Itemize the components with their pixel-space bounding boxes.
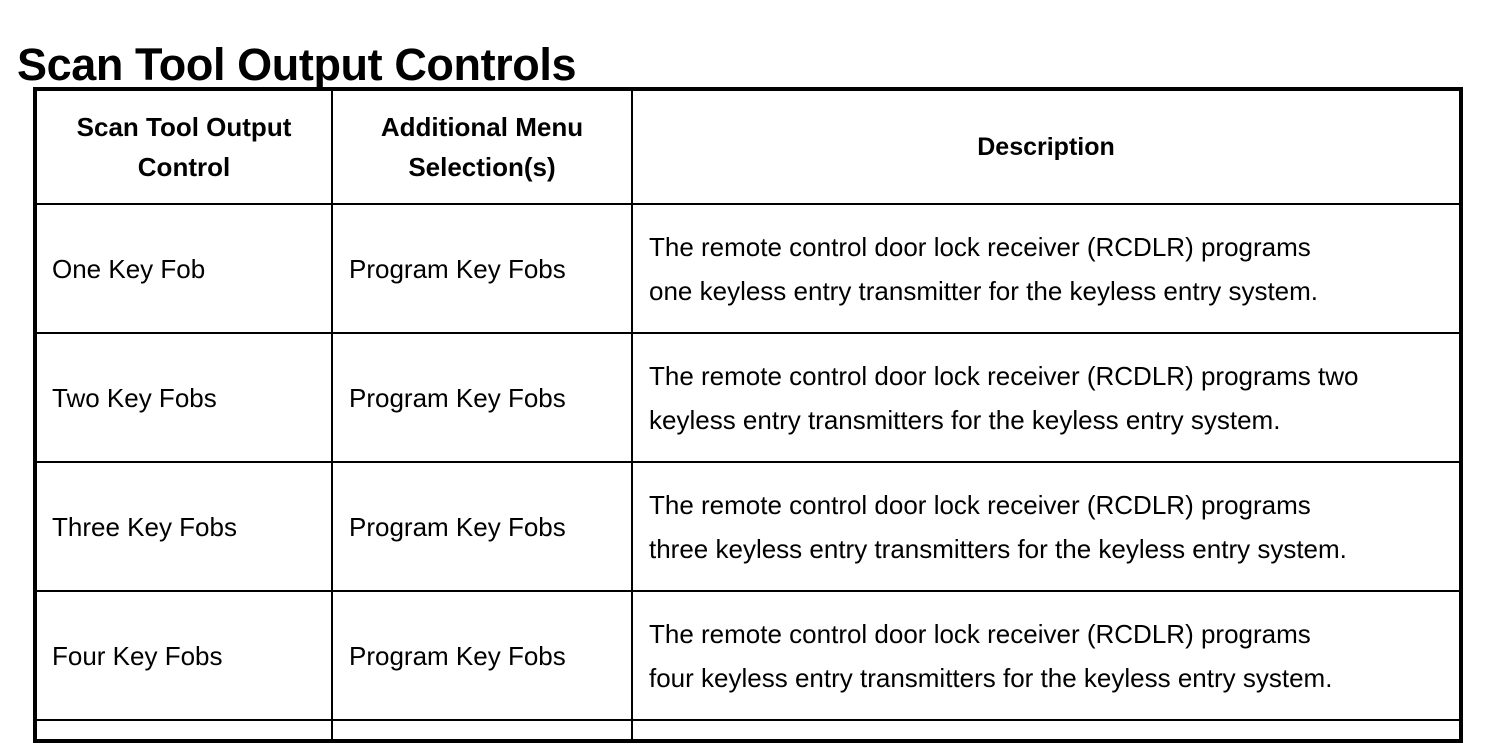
- cell-scan-tool-output-control: Two Key Fobs: [34, 332, 333, 463]
- table-body: One Key Fob Program Key Fobs The remote …: [34, 203, 1462, 742]
- table-row: Four Key Fobs Program Key Fobs The remot…: [34, 590, 1462, 721]
- table-row: Two Key Fobs Program Key Fobs The remote…: [34, 332, 1462, 463]
- page-title: Scan Tool Output Controls: [17, 39, 577, 91]
- table-header: Scan Tool Output Control Additional Menu…: [34, 88, 1462, 205]
- table-row: Three Key Fobs Program Key Fobs The remo…: [34, 461, 1462, 592]
- description-line-1: The remote control door lock receiver (R…: [649, 231, 1311, 262]
- scan-tool-output-controls-table: Scan Tool Output Control Additional Menu…: [33, 87, 1463, 743]
- description-line-2: keyless entry transmitters for the keyle…: [649, 404, 1281, 435]
- column-header-line-1: Scan Tool Output: [76, 112, 292, 142]
- scan-tool-output-controls-table-wrapper: Scan Tool Output Control Additional Menu…: [33, 87, 1463, 743]
- table-row: One Key Fob Program Key Fobs The remote …: [34, 203, 1462, 334]
- column-header-description: Description: [631, 88, 1462, 205]
- cell-additional-menu-selection: [331, 719, 633, 742]
- table-header-row: Scan Tool Output Control Additional Menu…: [34, 88, 1462, 205]
- column-header-scan-tool-output-control: Scan Tool Output Control: [34, 88, 333, 205]
- cell-scan-tool-output-control: [34, 719, 333, 742]
- column-header-additional-menu-selections: Additional Menu Selection(s): [331, 88, 633, 205]
- cell-description: The remote control door lock receiver (R…: [631, 203, 1462, 334]
- cell-additional-menu-selection: Program Key Fobs: [331, 332, 633, 463]
- description-line-2: three keyless entry transmitters for the…: [649, 533, 1347, 564]
- table-row-partial-cutoff: [34, 719, 1462, 742]
- cell-description: The remote control door lock receiver (R…: [631, 590, 1462, 721]
- cell-description: [631, 719, 1462, 742]
- cell-scan-tool-output-control: Four Key Fobs: [34, 590, 333, 721]
- column-header-line-2: Selection(s): [408, 152, 556, 182]
- description-line-1: The remote control door lock receiver (R…: [649, 360, 1359, 391]
- cell-description: The remote control door lock receiver (R…: [631, 332, 1462, 463]
- description-line-1: The remote control door lock receiver (R…: [649, 618, 1311, 649]
- cell-scan-tool-output-control: Three Key Fobs: [34, 461, 333, 592]
- cell-additional-menu-selection: Program Key Fobs: [331, 203, 633, 334]
- cell-scan-tool-output-control: One Key Fob: [34, 203, 333, 334]
- column-header-line-2: Control: [137, 152, 231, 182]
- description-line-1: The remote control door lock receiver (R…: [649, 489, 1311, 520]
- document-page: Scan Tool Output Controls Scan Tool Outp…: [17, 39, 1463, 743]
- cell-additional-menu-selection: Program Key Fobs: [331, 590, 633, 721]
- cell-additional-menu-selection: Program Key Fobs: [331, 461, 633, 592]
- description-line-2: one keyless entry transmitter for the ke…: [649, 275, 1319, 306]
- description-line-2: four keyless entry transmitters for the …: [649, 662, 1333, 693]
- cell-description: The remote control door lock receiver (R…: [631, 461, 1462, 592]
- column-header-line-1: Additional Menu: [380, 112, 584, 142]
